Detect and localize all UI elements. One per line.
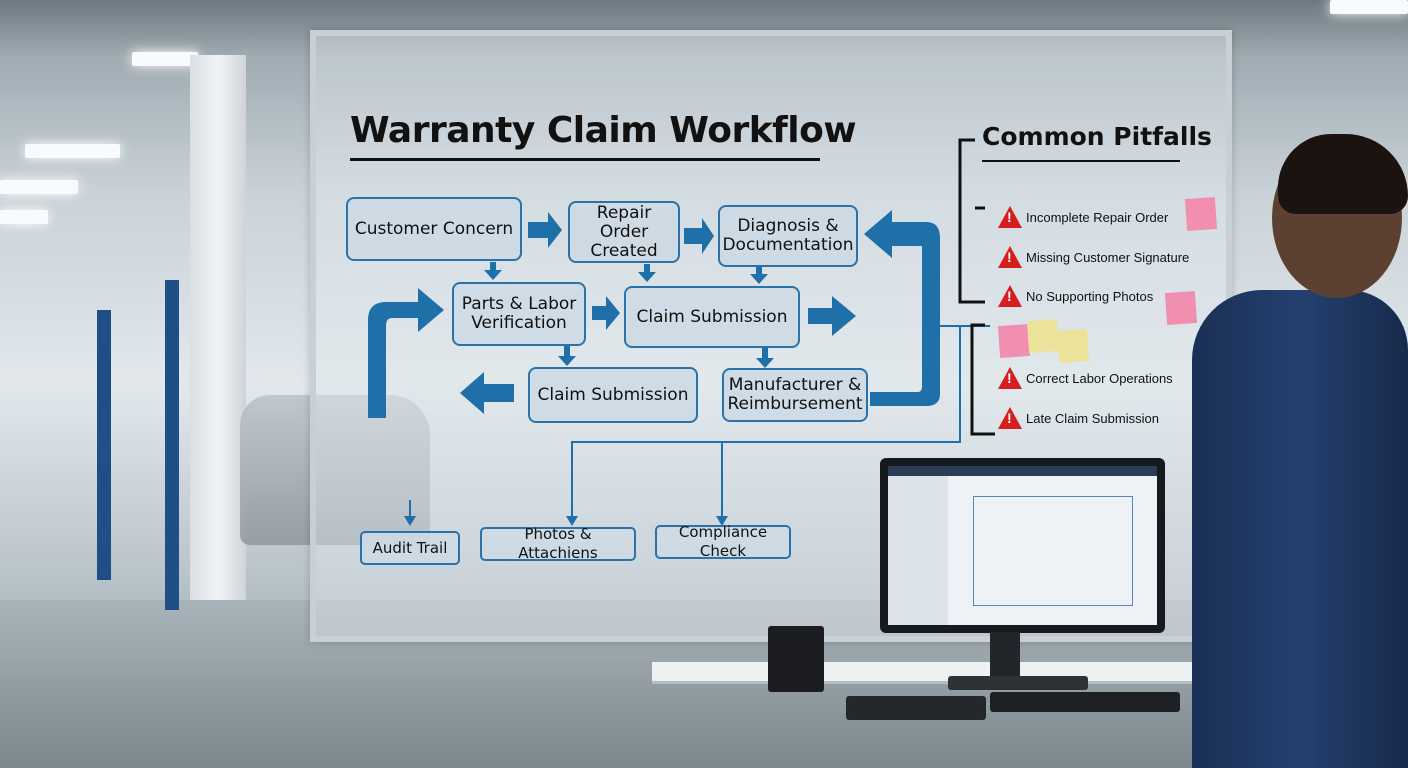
step-repair-order: Repair Order Created bbox=[568, 201, 680, 263]
arrow-left bbox=[460, 372, 514, 414]
pitfall-label: Correct Labor Operations bbox=[1026, 370, 1173, 386]
board-title: Warranty Claim Workflow bbox=[350, 110, 857, 151]
pitfall-item: No Supporting Photos bbox=[998, 285, 1153, 307]
sticky-note bbox=[1026, 318, 1060, 354]
bracket bbox=[958, 138, 985, 304]
arrow-right bbox=[808, 296, 856, 336]
arrow-right bbox=[592, 296, 620, 330]
arrow-loop-right bbox=[864, 210, 940, 406]
pitfall-label: Incomplete Repair Order bbox=[1026, 209, 1169, 225]
arrow-right bbox=[684, 218, 714, 254]
ceiling-light bbox=[132, 52, 198, 66]
ceiling-light bbox=[1330, 0, 1408, 14]
arrow-down bbox=[638, 264, 656, 282]
pitfall-item: Late Claim Submission bbox=[998, 407, 1159, 429]
pitfall-label: Late Claim Submission bbox=[1026, 410, 1159, 426]
floor bbox=[0, 600, 1408, 768]
arrow-down bbox=[404, 516, 416, 526]
warning-icon bbox=[998, 206, 1022, 228]
step-diagnosis: Diagnosis & Documentation bbox=[718, 205, 858, 267]
arrow-down bbox=[558, 346, 576, 366]
pitfalls-underline bbox=[982, 160, 1180, 162]
step-customer-concern: Customer Concern bbox=[346, 197, 522, 261]
keyboard bbox=[990, 692, 1180, 712]
arrow-down bbox=[750, 266, 768, 284]
car bbox=[240, 395, 430, 545]
connector-line bbox=[571, 326, 961, 520]
pitfall-item: Incomplete Repair Order bbox=[998, 206, 1168, 228]
monitor bbox=[880, 458, 1165, 633]
ceiling-light bbox=[25, 144, 120, 158]
pitfall-label: No Supporting Photos bbox=[1026, 288, 1154, 304]
monitor-base bbox=[948, 676, 1088, 690]
arrow-down bbox=[484, 262, 502, 280]
monitor-stand bbox=[990, 632, 1020, 677]
pitfall-label: Missing Customer Signature bbox=[1026, 249, 1190, 265]
person bbox=[1192, 290, 1408, 768]
step-claim-submission: Claim Submission bbox=[528, 367, 698, 423]
car-lift bbox=[165, 280, 179, 610]
desk bbox=[652, 662, 1232, 684]
warning-icon bbox=[998, 246, 1022, 268]
sticky-note bbox=[997, 323, 1031, 359]
monitor-screen bbox=[888, 466, 1157, 625]
folder bbox=[846, 696, 986, 720]
warning-icon bbox=[998, 407, 1022, 429]
pillar bbox=[190, 55, 246, 665]
car-lift bbox=[97, 310, 111, 580]
bracket bbox=[970, 323, 995, 436]
arrow-down bbox=[566, 516, 578, 526]
pitfalls-title: Common Pitfalls bbox=[982, 122, 1212, 151]
step-manufacturer: Manufacturer & Reimbursement bbox=[722, 368, 868, 422]
ceiling-light bbox=[0, 210, 48, 224]
step-claim-submission: Claim Submission bbox=[624, 286, 800, 348]
step-audit-trail: Audit Trail bbox=[360, 531, 460, 565]
arrow-right bbox=[528, 212, 562, 248]
step-compliance: Compliance Check bbox=[655, 523, 791, 560]
title-underline bbox=[350, 158, 820, 161]
warning-icon bbox=[998, 285, 1022, 307]
step-parts-labor: Parts & Labor Verification bbox=[452, 282, 586, 346]
sticky-note bbox=[1056, 328, 1090, 364]
ceiling-light bbox=[0, 180, 78, 194]
warning-icon bbox=[998, 367, 1022, 389]
arrow-loop-left bbox=[368, 288, 444, 418]
arrow-down bbox=[716, 516, 728, 526]
pitfall-item: Correct Labor Operations bbox=[998, 367, 1173, 389]
sticky-note bbox=[1164, 290, 1198, 326]
sticky-note bbox=[1184, 196, 1218, 232]
pen-holder bbox=[768, 626, 824, 692]
arrow-down bbox=[756, 348, 774, 368]
step-photos: Photos & Attachiens bbox=[480, 525, 636, 562]
pitfall-item: Missing Customer Signature bbox=[998, 246, 1189, 268]
